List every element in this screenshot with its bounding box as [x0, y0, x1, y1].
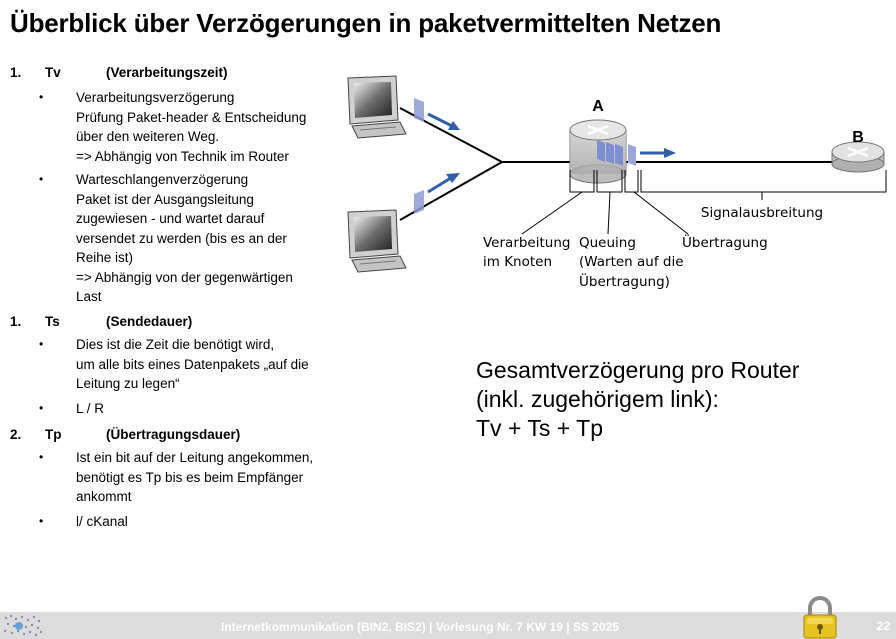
- delay-diagram: A B Signalausbreitung Verarbeitung im Kn…: [347, 75, 887, 290]
- total-line: (inkl. zugehörigem link):: [476, 386, 719, 412]
- bullet-marker: •: [39, 514, 44, 528]
- processing-label: Verarbeitung: [483, 235, 570, 251]
- total-line: Tv + Ts + Tp: [476, 415, 603, 441]
- section-label: (Übertragungsdauer): [106, 427, 241, 442]
- section-abbreviation: Ts: [45, 314, 60, 329]
- router-icon: [831, 141, 885, 173]
- queue-packets: [597, 140, 676, 166]
- bullet-line: => Abhängig von Technik im Router: [76, 148, 289, 164]
- bullet-line: L / R: [76, 401, 105, 416]
- bullet-marker: •: [39, 337, 44, 351]
- bullet-line: über den weiteren Weg.: [76, 129, 220, 144]
- footer-bar: Internetkommunikation (BIN2, BIS2) | Vor…: [0, 612, 896, 639]
- router-a-label: A: [592, 98, 604, 115]
- total-delay-text: Gesamtverzögerung pro Router (inkl. zuge…: [476, 356, 799, 443]
- bullet-line: => Abhängig von der gegenwärtigen: [76, 269, 293, 285]
- section-label: (Verarbeitungszeit): [106, 65, 228, 80]
- bullet-line: um alle bits eines Datenpakets „auf die: [76, 356, 309, 372]
- packet-icon: [414, 98, 460, 130]
- bullet-line: Paket ist der Ausgangsleitung: [76, 191, 254, 207]
- section-number: 1.: [10, 314, 22, 329]
- padlock-icon: [803, 596, 837, 639]
- bullet-line: Prüfung Paket-header & Entscheidung: [76, 109, 307, 125]
- section-abbreviation: Tp: [45, 427, 62, 442]
- computer-icon: [347, 209, 407, 273]
- section-number: 2.: [10, 427, 22, 442]
- bullet-line: Last: [76, 289, 102, 304]
- page-title: Überblick über Verzögerungen in paketver…: [10, 8, 722, 38]
- bullet-line: Reihe ist): [76, 250, 134, 265]
- total-line: Gesamtverzögerung pro Router: [476, 357, 800, 383]
- bullet-text: Dies ist die Zeit die benötigt wird, um …: [76, 335, 338, 394]
- bullet-marker: •: [39, 172, 44, 186]
- computer-icon: [347, 75, 407, 139]
- bullet-line: Warteschlangenverzögerung: [76, 172, 249, 187]
- bullet-marker: •: [39, 90, 44, 104]
- queuing-label: Queuing: [579, 235, 636, 251]
- transmission-label: Übertragung: [682, 233, 768, 251]
- bullet-line: versendet zu werden (bis es an der: [76, 230, 287, 246]
- section-label: (Sendedauer): [106, 314, 193, 329]
- bullet-line: ankommt: [76, 489, 132, 504]
- bullet-text: Verarbeitungsverzögerung Prüfung Paket-h…: [76, 88, 338, 166]
- signal-label: Signalausbreitung: [701, 205, 823, 221]
- packet-icon: [414, 173, 460, 214]
- university-logo: [3, 614, 43, 637]
- bullet-line: zugewiesen - und wartet darauf: [76, 211, 265, 226]
- bullet-line: Verarbeitungsverzögerung: [76, 90, 235, 105]
- bullet-marker: •: [39, 401, 44, 415]
- bullet-line: l/ cKanal: [76, 514, 128, 529]
- bullet-text: L / R: [76, 399, 338, 419]
- bullet-line: Leitung zu legen“: [76, 376, 180, 391]
- queuing-label: (Warten auf die: [579, 254, 684, 270]
- processing-label: im Knoten: [483, 254, 552, 270]
- section-number: 1.: [10, 65, 22, 80]
- bullet-line: benötigt es Tp bis es beim Empfänger: [76, 469, 304, 485]
- bullet-marker: •: [39, 450, 44, 464]
- page-number: 22: [876, 619, 890, 633]
- bullet-text: Warteschlangenverzögerung Paket ist der …: [76, 170, 338, 307]
- router-icon: [569, 119, 627, 184]
- bullet-line: Dies ist die Zeit die benötigt wird,: [76, 337, 275, 352]
- section-abbreviation: Tv: [45, 65, 61, 80]
- bullet-text: l/ cKanal: [76, 512, 338, 532]
- brackets: [521, 170, 887, 235]
- bullet-text: Ist ein bit auf der Leitung angekommen, …: [76, 448, 338, 507]
- router-b-label: B: [852, 129, 864, 146]
- footer-text: Internetkommunikation (BIN2, BIS2) | Vor…: [221, 620, 619, 634]
- bullet-line: Ist ein bit auf der Leitung angekommen,: [76, 450, 314, 465]
- queuing-label: Übertragung): [579, 272, 670, 290]
